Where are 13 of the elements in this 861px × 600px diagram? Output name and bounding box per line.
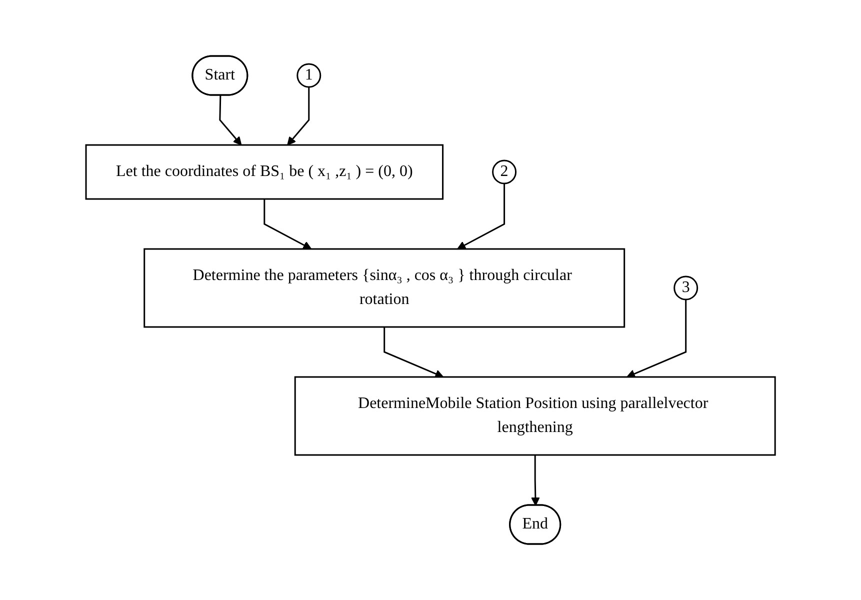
node-box: Determine the parameters {sinα₃ , cos α₃ } through circular rotation (144, 248, 626, 328)
arrow (531, 454, 540, 506)
node-circle: 2 (492, 160, 516, 184)
arrow (384, 327, 444, 378)
node-circle: 3 (674, 276, 698, 300)
arrow (264, 199, 312, 250)
arrow (626, 300, 687, 378)
arrow (219, 95, 242, 146)
arrow (287, 87, 310, 146)
node-circle: 1 (296, 63, 322, 88)
arrow (457, 184, 505, 250)
node-box: Let the coordinates of BS₁ be ( x₁ ,z₁ ) = (0, 0) (85, 144, 444, 200)
node-box: DetermineMobile Station Position using parallelvector lengthening (294, 376, 776, 456)
